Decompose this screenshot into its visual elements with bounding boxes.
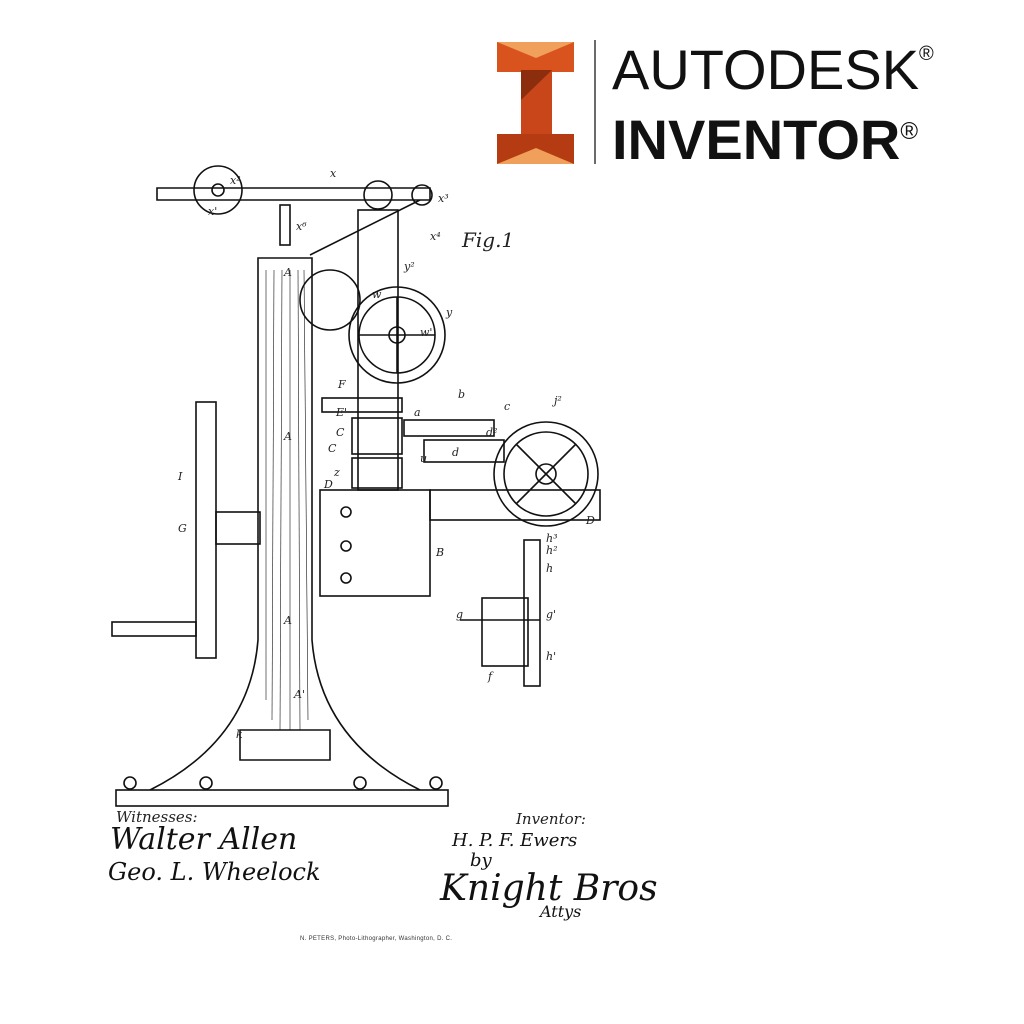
- label-x4: x⁴: [430, 230, 441, 243]
- rear-disc: [299, 269, 361, 331]
- collar-E: [321, 397, 403, 413]
- label-E: E': [335, 406, 347, 419]
- side-gear-I: [195, 401, 217, 659]
- base-bolt: [123, 776, 137, 790]
- right-handwheel: [493, 421, 599, 527]
- logo-mark: [497, 42, 574, 164]
- label-b: b: [458, 388, 465, 401]
- upper-handwheel: [348, 286, 446, 384]
- label-A: A: [283, 266, 292, 279]
- part-labels: x x² x' x³ x⁴ x⁶ A y² y w w' F E' C C z …: [177, 167, 595, 741]
- base-bolt: [353, 776, 367, 790]
- label-x1: x': [208, 205, 217, 218]
- label-h3: h³: [546, 532, 558, 545]
- label-w1: w': [420, 326, 432, 339]
- logo-stem-shade: [521, 70, 552, 100]
- bracket-arm: [309, 199, 421, 256]
- table-c: [403, 419, 495, 437]
- label-B: B: [435, 546, 444, 559]
- label-A2: A: [283, 614, 292, 627]
- label-A3: A': [293, 688, 305, 701]
- label-f: f: [487, 670, 494, 683]
- by-text: by: [470, 850, 492, 871]
- label-h: h: [546, 562, 553, 575]
- label-g1: g': [546, 608, 556, 621]
- label-h2: h²: [546, 544, 558, 557]
- gear-g: [481, 597, 529, 667]
- label-d: d: [452, 446, 459, 459]
- witness-signature-1: Walter Allen: [110, 822, 298, 857]
- frame-B: [319, 489, 431, 597]
- label-C: C: [336, 426, 345, 439]
- label-D: D: [323, 478, 333, 491]
- top-pulley: [193, 165, 243, 215]
- label-x2: x²: [230, 174, 241, 187]
- label-z: z: [333, 466, 340, 479]
- attorneys-abbrev: Attys: [540, 902, 582, 921]
- column-window: [239, 729, 331, 761]
- top-lever: [156, 187, 431, 201]
- label-h1: h': [546, 650, 556, 663]
- logo-wordmark-inventor: INVENTOR®: [612, 108, 919, 171]
- witnesses-title: Witnesses:: [116, 808, 198, 826]
- collar-C: [351, 417, 403, 455]
- logo-bottom-shade: [497, 148, 574, 164]
- side-hub-G: [215, 511, 261, 545]
- column-hatching: [265, 269, 309, 731]
- label-g: g: [456, 608, 463, 621]
- inventor-signature: H. P. F. Ewers: [452, 830, 578, 851]
- figure-label: Fig.1: [462, 228, 515, 252]
- screw-x6: [279, 204, 291, 246]
- label-I: I: [177, 470, 183, 483]
- frame-D: [429, 489, 601, 521]
- witness-signature-2: Geo. L. Wheelock: [108, 858, 321, 886]
- logo-top-shade: [497, 42, 574, 58]
- label-a: a: [414, 406, 421, 419]
- gear-z: [351, 457, 403, 489]
- rack-h: [523, 539, 541, 687]
- base-bolt: [199, 776, 213, 790]
- lever-pivot: [411, 184, 433, 206]
- label-c: c: [504, 400, 510, 413]
- spindle: [357, 209, 399, 491]
- label-D1: D: [585, 514, 595, 527]
- attorney-signature: Knight Bros: [440, 868, 658, 909]
- logo-wordmark-autodesk: AUTODESK®: [612, 38, 934, 101]
- label-u: u: [420, 452, 427, 465]
- column-body: [149, 257, 421, 791]
- label-y2: y²: [403, 260, 415, 273]
- label-F: F: [337, 378, 346, 391]
- label-x: x: [330, 167, 337, 180]
- label-A1: A: [283, 430, 292, 443]
- printer-credit: N. PETERS, Photo-Lithographer, Washingto…: [300, 936, 453, 942]
- patent-drawing: [111, 165, 601, 807]
- label-C1: C: [328, 442, 337, 455]
- label-x3: x³: [438, 192, 449, 205]
- label-x6: x⁶: [296, 220, 307, 233]
- table-d: [423, 439, 505, 463]
- crank-handle: [111, 621, 197, 637]
- label-w: w: [372, 288, 382, 301]
- label-j2: j²: [551, 394, 562, 407]
- label-k: k: [236, 728, 243, 741]
- logo-divider: [594, 40, 596, 164]
- inventor-title: Inventor:: [516, 810, 586, 828]
- base-bolt: [429, 776, 443, 790]
- label-d2: d²: [486, 426, 497, 439]
- label-G: G: [178, 522, 187, 535]
- upper-hub: [363, 180, 393, 210]
- base-plate: [115, 789, 449, 807]
- label-y: y: [445, 306, 453, 319]
